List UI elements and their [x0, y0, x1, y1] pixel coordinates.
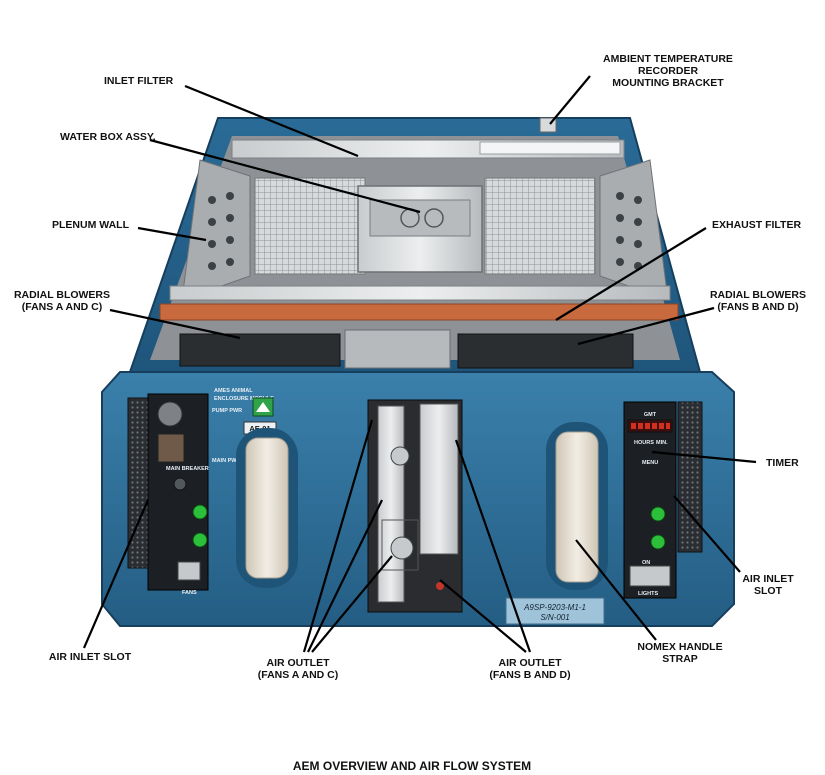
label-timer: TIMER — [766, 457, 799, 469]
aem-unit: MAIN BREAKER FANS AMES ANIMAL ENCLOSURE … — [101, 117, 735, 627]
label-air-inlet-right-2: SLOT — [754, 585, 783, 597]
label-nomex-1: NOMEX HANDLE — [637, 641, 722, 653]
callout-labels: INLET FILTER WATER BOX ASSY. PLENUM WALL… — [14, 53, 806, 773]
label-ambient-3: MOUNTING BRACKET — [612, 77, 724, 89]
main-connector — [157, 401, 183, 427]
leader-inlet-filter — [184, 84, 359, 158]
module-name-1: AMES ANIMAL — [214, 388, 253, 394]
label-outlet-bd-2: (FANS B AND D) — [489, 669, 570, 681]
label-outlet-bd-1: AIR OUTLET — [499, 657, 563, 669]
leader-outlet-ac-2 — [307, 499, 383, 653]
air-outlet-ac-tube — [377, 405, 405, 603]
label-air-inlet-left: AIR INLET SLOT — [49, 651, 132, 663]
rear-grid-right — [484, 177, 596, 275]
air-inlet-slot-left — [127, 397, 149, 569]
leader-timer — [651, 450, 757, 464]
main-breaker-switch[interactable] — [173, 477, 187, 491]
leader-air-inlet-left — [82, 499, 150, 649]
nomex-strap-left[interactable] — [245, 437, 289, 579]
green-led-icon — [192, 532, 208, 548]
label-exhaust-filter: EXHAUST FILTER — [712, 219, 801, 231]
leader-radial-ac — [109, 308, 241, 340]
rear-grid-left — [254, 177, 366, 275]
min-text: MIN. — [656, 440, 668, 446]
green-led-icon — [650, 534, 666, 550]
serial-plate — [505, 597, 605, 625]
plenum-wall-left — [181, 159, 251, 301]
leader-exhaust — [555, 227, 707, 321]
leader-radial-bd — [577, 306, 715, 346]
lights-switch[interactable] — [629, 565, 671, 587]
label-outlet-ac-2: (FANS A AND C) — [258, 669, 339, 681]
plenum-wall-right — [599, 159, 669, 301]
serial-number-1: A9SP-9203-M1-1 — [523, 603, 586, 612]
pump-pwr-text: PUMP PWR — [212, 408, 242, 414]
label-nomex-2: STRAP — [662, 653, 698, 665]
leader-nomex — [575, 539, 657, 641]
main-breaker-text: MAIN BREAKER — [166, 466, 209, 472]
left-control-panel — [147, 393, 209, 591]
label-air-inlet-right-1: AIR INLET — [742, 573, 794, 585]
air-inlet-slot-right — [677, 401, 703, 553]
label-plenum-wall: PLENUM WALL — [52, 219, 130, 231]
menu-text: MENU — [642, 460, 658, 466]
lights-text: LIGHTS — [638, 591, 658, 597]
leader-lines — [82, 75, 757, 653]
serial-number-2: S/N-001 — [540, 613, 569, 622]
leader-plenum-wall — [137, 226, 207, 242]
hours-text: HOURS — [634, 440, 654, 446]
fans-switch[interactable] — [177, 561, 201, 581]
label-ambient-1: AMBIENT TEMPERATURE — [603, 53, 733, 65]
leader-ambient — [549, 75, 591, 125]
green-led-icon — [650, 506, 666, 522]
gmt-text: GMT — [644, 412, 657, 418]
timer-panel — [623, 401, 677, 599]
figure-caption: AEM OVERVIEW AND AIR FLOW SYSTEM — [293, 759, 531, 773]
on-text: ON — [642, 560, 650, 566]
main-pwr-text: MAIN PWR — [212, 458, 240, 464]
radial-blower-ac — [179, 333, 341, 367]
label-inlet-filter: INLET FILTER — [104, 75, 174, 87]
radial-blower-bd — [457, 333, 634, 369]
red-indicator-icon — [436, 582, 444, 590]
nomex-strap-right[interactable] — [555, 431, 599, 583]
label-radial-bd-2: (FANS B AND D) — [717, 301, 798, 313]
label-outlet-ac-1: AIR OUTLET — [267, 657, 331, 669]
label-ambient-2: RECORDER — [638, 65, 699, 77]
leader-outlet-bd-2 — [439, 579, 527, 653]
leader-outlet-bd-1 — [454, 439, 532, 653]
shelf-rail — [169, 285, 671, 301]
fans-text: FANS — [182, 590, 197, 596]
leader-outlet-ac-1 — [302, 419, 374, 653]
leader-outlet-ac-3 — [311, 555, 393, 653]
air-outlet-bd-tube — [419, 403, 459, 555]
label-radial-bd-1: RADIAL BLOWERS — [710, 289, 806, 301]
module-name-2: ENCLOSURE MODULE — [214, 396, 274, 402]
label-radial-ac-2: (FANS A AND C) — [22, 301, 103, 313]
label-water-box: WATER BOX ASSY. — [60, 131, 156, 143]
leader-water-box — [149, 138, 421, 214]
label-radial-ac-1: RADIAL BLOWERS — [14, 289, 110, 301]
leader-air-inlet-right — [673, 495, 741, 573]
green-led-icon — [192, 504, 208, 520]
exhaust-filter — [159, 303, 679, 321]
